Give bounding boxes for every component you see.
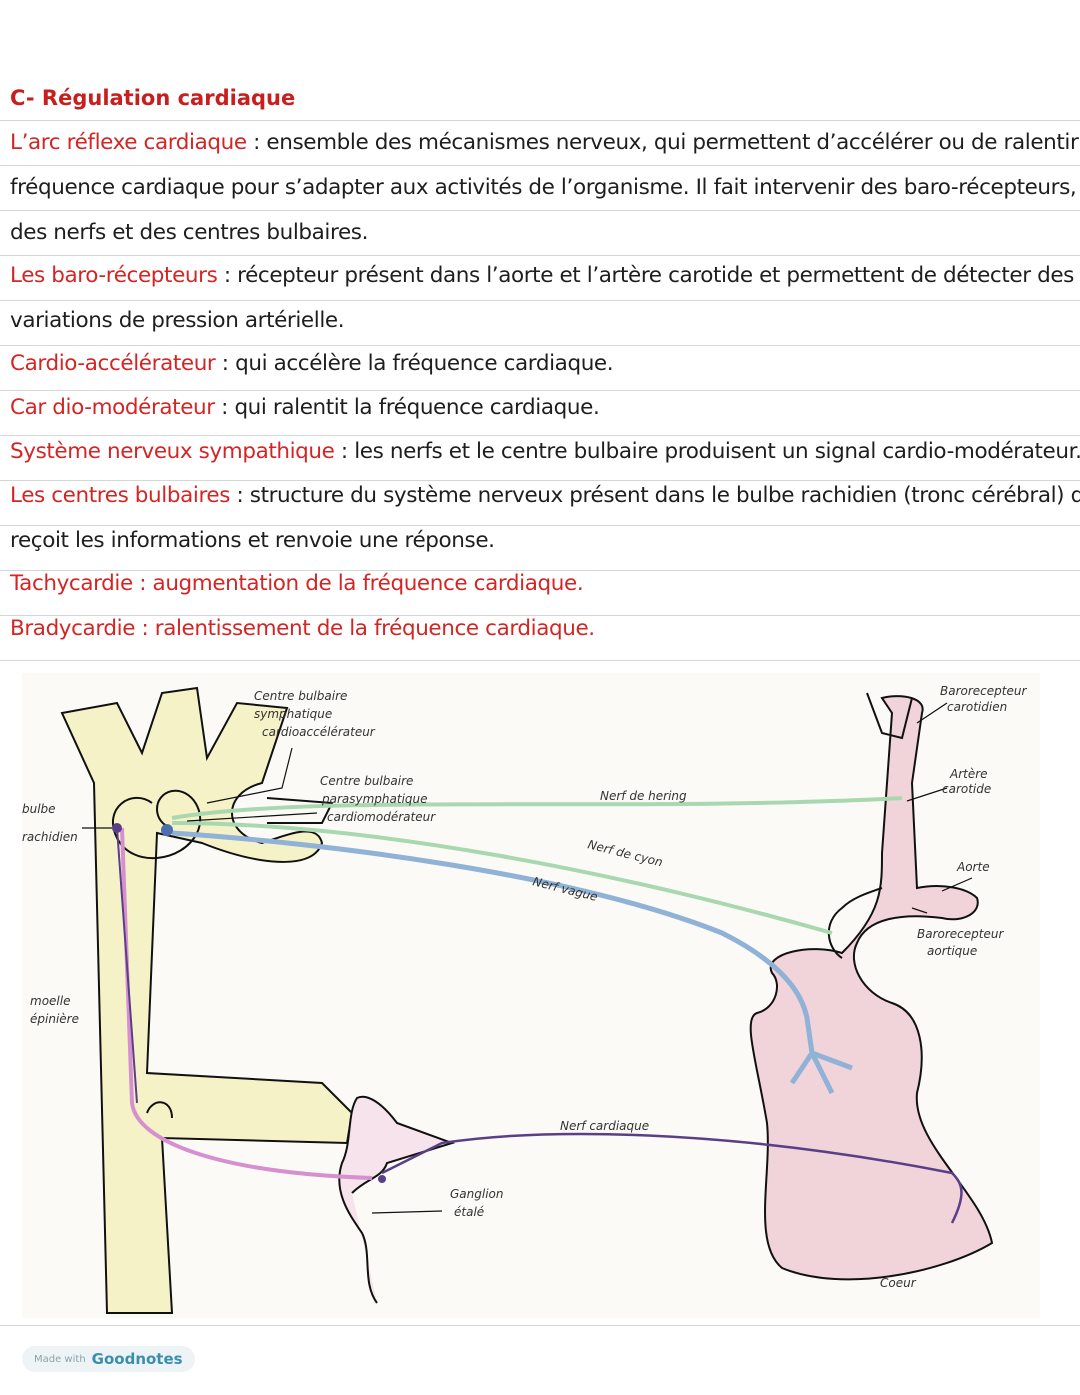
label-centre-symp: symphatique <box>254 707 332 721</box>
notebook-rule <box>0 345 1080 346</box>
definition-line: Cardio-accélérateur : qui accélère la fr… <box>10 351 614 376</box>
definition-line-red: Tachycardie : augmentation de la fréquen… <box>10 571 584 596</box>
label-centre-symp: cardioaccélérateur <box>262 725 376 739</box>
leader-line <box>916 702 948 724</box>
label-centre-para: parasymphatique <box>321 792 428 806</box>
notebook-rule <box>0 615 1080 616</box>
heart-shape <box>749 695 994 1281</box>
label-moelle: moelle <box>30 994 70 1008</box>
label-nerf-hering: Nerf de hering <box>600 789 687 803</box>
definition-term: Car dio-modérateur <box>10 395 215 420</box>
definition-line: Les centres bulbaires : structure du sys… <box>10 483 1080 508</box>
definition-line: fréquence cardiaque pour s’adapter aux a… <box>10 175 1077 200</box>
nerve-hering <box>171 796 903 820</box>
aortic-arch <box>827 887 883 959</box>
definition-line: L’arc réflexe cardiaque : ensemble des m… <box>10 130 1080 155</box>
nerve-spinal-purple <box>116 827 138 1104</box>
label-bulbe: bulbe <box>22 802 56 816</box>
leader-line <box>206 747 293 804</box>
leader-line <box>941 877 973 892</box>
nerve-sympathetic-pink <box>120 827 373 1180</box>
definition-line: Système nerveux sympathique : les nerfs … <box>10 439 1080 464</box>
label-nerf-cardiaque: Nerf cardiaque <box>560 1119 649 1133</box>
goodnotes-badge: Made with Goodnotes <box>22 1346 195 1372</box>
label-aorte: Aorte <box>956 860 990 874</box>
leader-line <box>906 787 948 802</box>
carotid-artery <box>866 692 913 740</box>
definition-line: variations de pression artérielle. <box>10 308 345 333</box>
badge-made-with: Made with <box>34 1353 86 1365</box>
label-nerf-cyon: Nerf de cyon <box>586 837 664 869</box>
label-ganglion: Ganglion <box>450 1187 504 1201</box>
badge-brand: Goodnotes <box>91 1350 183 1368</box>
nerve-vague <box>171 830 853 1095</box>
nerve-cardiac <box>381 1132 963 1224</box>
notebook-rule <box>0 435 1080 436</box>
definition-term: Les centres bulbaires <box>10 483 231 508</box>
ganglion-shape <box>338 1095 456 1304</box>
definition-line: Car dio-modérateur : qui ralentit la fré… <box>10 395 600 420</box>
definition-line: des nerfs et des centres bulbaires. <box>10 220 369 245</box>
notebook-rule <box>0 480 1080 481</box>
label-baro-carotidien: Barorecepteur <box>940 684 1027 698</box>
label-baro-aortique: Barorecepteur <box>917 927 1004 941</box>
label-centre-symp: Centre bulbaire <box>254 689 347 703</box>
label-artere: Artère <box>949 767 988 781</box>
label-baro-aortique: aortique <box>927 944 977 958</box>
notebook-rule <box>0 570 1080 571</box>
definition-term: L’arc réflexe cardiaque <box>10 130 247 155</box>
brainstem-shape <box>60 686 354 1314</box>
bulbar-center-inner <box>266 797 334 824</box>
synapse-dot <box>161 824 173 836</box>
notebook-rule <box>0 165 1080 166</box>
definition-term: Cardio-accélérateur <box>10 351 216 376</box>
notebook-rule <box>0 390 1080 391</box>
definition-line: Les baro-récepteurs : récepteur présent … <box>10 263 1074 288</box>
leader-line <box>371 1210 443 1214</box>
leader-line <box>911 907 928 914</box>
notebook-rule <box>0 300 1080 301</box>
notebook-rule <box>0 210 1080 211</box>
label-coeur: Coeur <box>880 1276 917 1290</box>
section-heading: C- Régulation cardiaque <box>10 86 296 110</box>
leader-line <box>186 812 318 822</box>
notebook-rule <box>0 660 1080 661</box>
label-centre-para: cardiomodérateur <box>327 810 436 824</box>
synapse-hook <box>146 1101 173 1119</box>
notebook-rule <box>0 525 1080 526</box>
synapse-dot <box>112 823 122 833</box>
definition-term: Système nerveux sympathique <box>10 439 335 464</box>
definition-line: reçoit les informations et renvoie une r… <box>10 528 495 553</box>
notebook-rule <box>0 120 1080 121</box>
label-centre-para: Centre bulbaire <box>320 774 413 788</box>
label-epiniere: épinière <box>30 1012 79 1026</box>
notebook-rule <box>0 1325 1080 1326</box>
label-ganglion: étalé <box>454 1205 484 1219</box>
nerve-cyon <box>171 821 833 935</box>
cardiac-reflex-diagram: bulbe rachidien moelle épinière Centre b… <box>22 673 1040 1318</box>
label-artere: carotide <box>942 782 991 796</box>
synapse-dot <box>378 1175 386 1183</box>
label-rachidien: rachidien <box>22 830 78 844</box>
label-baro-carotidien: carotidien <box>947 700 1007 714</box>
label-nerf-vague: Nerf vague <box>531 874 599 904</box>
definition-line-red: Bradycardie : ralentissement de la fréqu… <box>10 616 595 641</box>
definition-term: Les baro-récepteurs <box>10 263 218 288</box>
notebook-rule <box>0 255 1080 256</box>
